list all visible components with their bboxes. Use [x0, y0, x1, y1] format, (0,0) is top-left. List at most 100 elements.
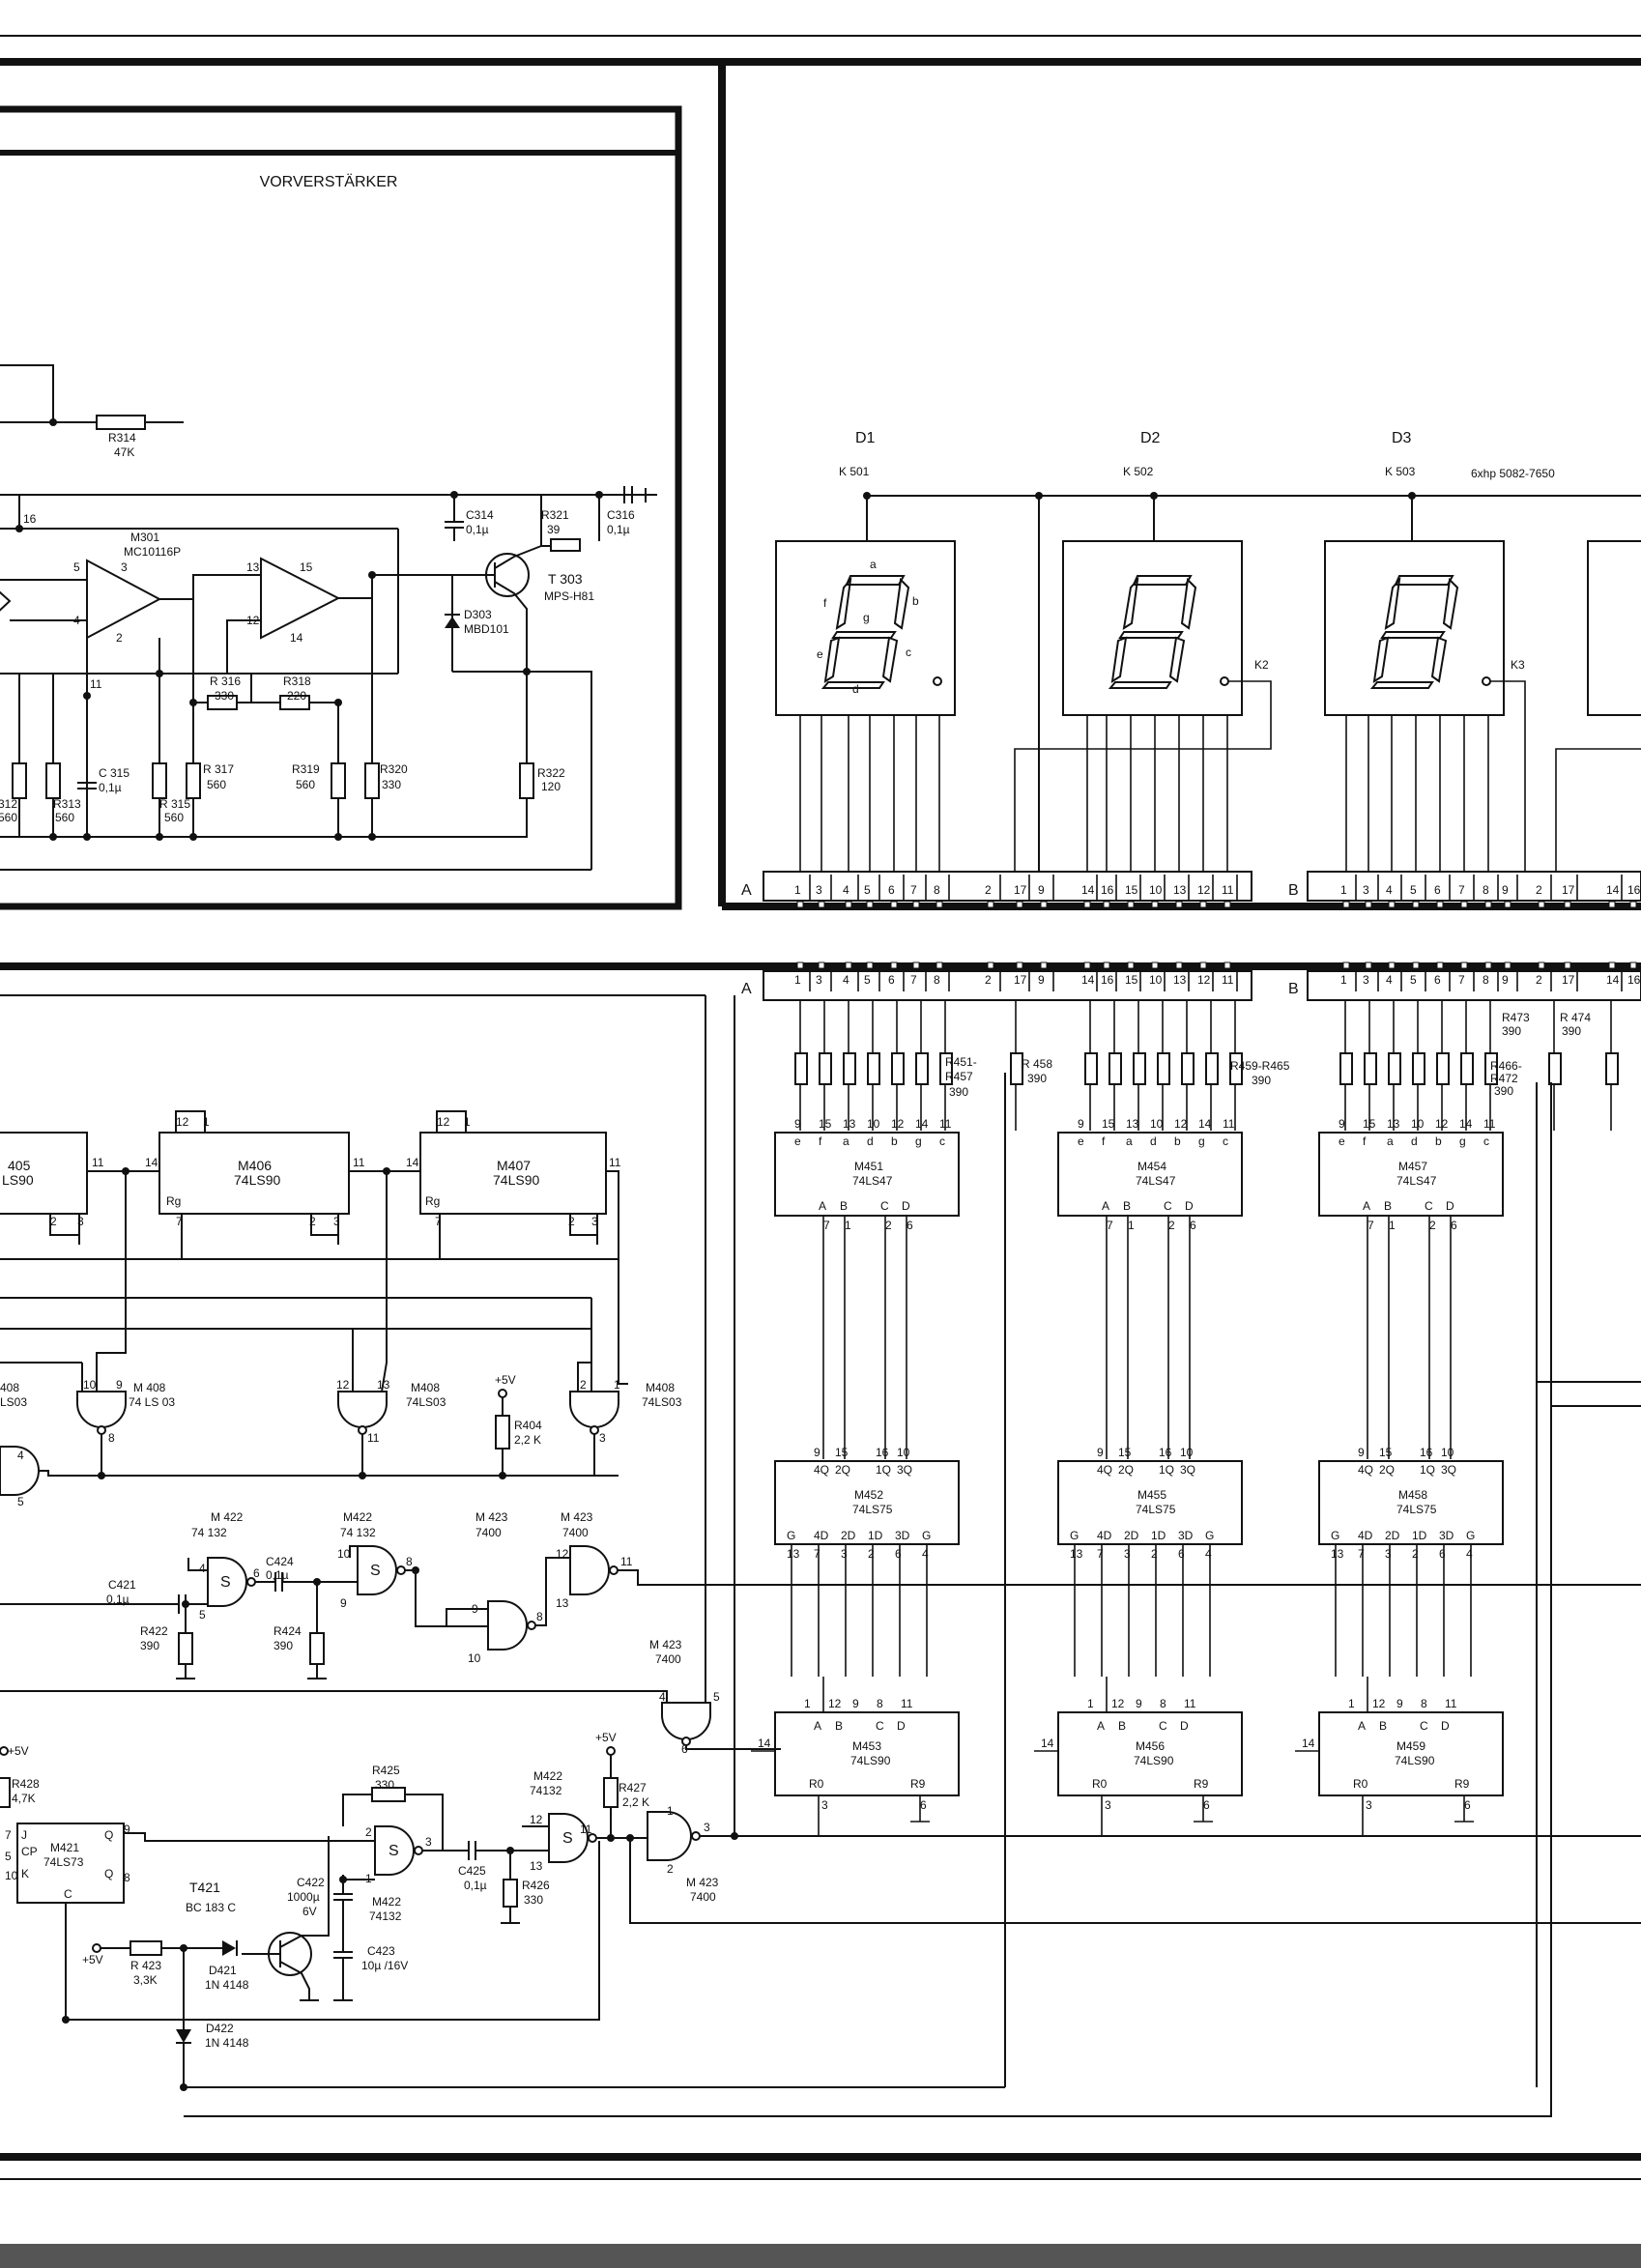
decoder-pin-num: 10: [1411, 1117, 1425, 1131]
r404-ref: R404: [514, 1419, 542, 1432]
svg-text:1: 1: [614, 1378, 620, 1392]
conn-pin-label: 4: [1386, 973, 1393, 987]
r319-body: [331, 762, 346, 799]
counter-pin-label: A: [1358, 1719, 1366, 1733]
conn-pin-label: 5: [1410, 883, 1417, 897]
svg-text:5: 5: [17, 1495, 24, 1508]
conn-pin-label: 3: [1363, 883, 1369, 897]
svg-text:5: 5: [713, 1690, 720, 1704]
res-array-element: [939, 1052, 953, 1085]
m405-type: LS90: [2, 1172, 34, 1188]
r320-val: 330: [382, 778, 401, 791]
w-408b: [96, 1171, 127, 1392]
svg-text:2: 2: [309, 1215, 316, 1228]
latch-bot-label: 2D: [1124, 1529, 1139, 1542]
preamp-title: VORVERSTÄRKER: [260, 173, 398, 190]
conn-pin-label: 9: [1038, 973, 1045, 987]
seven-seg-d3: [1369, 575, 1459, 689]
latch-pin-label: 2Q: [1379, 1463, 1395, 1477]
d303-ref: D303: [464, 608, 492, 621]
conn-pin-label: 13: [1173, 973, 1187, 987]
decoder-pin-letter: f: [1102, 1134, 1106, 1148]
c316-val: 0,1µ: [607, 523, 630, 536]
latch-bot-label: 3D: [895, 1529, 910, 1542]
display-section: D1 K 501 D2 K 502 D3 K 503 6xhp 5082-765…: [0, 430, 1641, 1001]
latch-bot-label: 4D: [1358, 1529, 1373, 1542]
latch-pin-num: 9: [1358, 1446, 1365, 1459]
decoder-pin-num: 10: [867, 1117, 880, 1131]
decoder-pin-num: 15: [819, 1117, 832, 1131]
m408c-ref: M408: [411, 1381, 440, 1394]
res-array-element: [867, 1052, 880, 1085]
svg-text:7: 7: [435, 1215, 442, 1228]
r322-val: 120: [541, 780, 561, 793]
c423-ref: C423: [367, 1944, 395, 1958]
svg-text:11: 11: [367, 1431, 380, 1445]
svg-text:13: 13: [556, 1596, 569, 1610]
conn-pin-contact: [1412, 901, 1420, 908]
res-array-element: [1133, 1052, 1146, 1085]
conn-pin-contact: [845, 901, 852, 908]
latch-bot-num: 3: [1385, 1547, 1392, 1561]
junction-dots: [62, 492, 1416, 2091]
r427-ref: R427: [619, 1781, 647, 1794]
decoder-pin-num: 14: [1198, 1117, 1212, 1131]
conn-pin-label: 4: [1386, 883, 1393, 897]
d422-symbol: [176, 2029, 191, 2043]
m408d-gate: [569, 1391, 619, 1428]
svg-text:14: 14: [145, 1156, 158, 1169]
m422a-ref: M 422: [211, 1510, 244, 1524]
svg-text:3: 3: [77, 1215, 84, 1228]
svg-text:8: 8: [536, 1610, 543, 1623]
decoder-pin-letter: g: [915, 1134, 922, 1148]
decoder-ref: M457: [1398, 1160, 1427, 1173]
latch-bot-num: 2: [1151, 1547, 1158, 1561]
conn-pin-label: 6: [888, 883, 895, 897]
decoder-in-letter: B: [1123, 1199, 1131, 1213]
counter-clk: 14: [758, 1737, 771, 1750]
d303-symbol: [445, 617, 460, 628]
m407-ref: M407: [497, 1158, 531, 1173]
latch-pin-num: 16: [1420, 1446, 1433, 1459]
d303-type: MBD101: [464, 622, 509, 636]
d1-label: D1: [855, 430, 876, 446]
r427-val: 2,2 K: [622, 1795, 649, 1809]
svg-text:3: 3: [333, 1215, 340, 1228]
conn-pin-contact: [1040, 901, 1048, 908]
conn-pin-contact: [1484, 901, 1492, 908]
svg-text:11: 11: [353, 1156, 365, 1169]
conn-pin-contact: [1151, 962, 1159, 969]
latch-pin-label: 4Q: [1097, 1463, 1112, 1477]
conn-pin-contact: [1564, 901, 1571, 908]
c314-val: 0,1µ: [466, 523, 489, 536]
decoder-pin-num: 11: [1483, 1117, 1496, 1131]
latch-type: 74LS75: [1136, 1503, 1176, 1516]
decoder-in-letter: D: [1446, 1199, 1454, 1213]
conn-pin-label: 1: [1340, 973, 1347, 987]
counter-pin-num: 11: [901, 1697, 913, 1710]
r321-val: 39: [547, 523, 561, 536]
res-array-element: [1010, 1052, 1023, 1085]
latch-bot-label: 3D: [1178, 1529, 1194, 1542]
timebase-section: +5V R428 4,7K M421 74LS73 J CP K Q Q C 7…: [0, 995, 1641, 2088]
conn-pin-contact: [818, 901, 825, 908]
latch-pin-num: 10: [1180, 1446, 1194, 1459]
conn-pin-contact: [796, 901, 804, 908]
r320-body: [364, 762, 380, 799]
m423a-type: 7400: [475, 1526, 502, 1539]
conn-pin-label: 2: [1536, 883, 1542, 897]
r474-ref: R 474: [1560, 1011, 1591, 1024]
decoder-pin-num: 14: [915, 1117, 929, 1131]
latch-chip: [1057, 1460, 1243, 1545]
decoder-in-num: 7: [1368, 1219, 1374, 1232]
counter-ref: M459: [1396, 1739, 1425, 1753]
conn-pin-label: 7: [1458, 973, 1465, 987]
counter-n6: 6: [1464, 1798, 1471, 1812]
latch-bot-label: G: [1070, 1529, 1079, 1542]
res-array-element: [1339, 1052, 1353, 1085]
conn-pin-label: 7: [910, 973, 917, 987]
decoder-in-letter: A: [1102, 1199, 1109, 1213]
r425-body: [371, 1787, 406, 1802]
r422-ref: R422: [140, 1624, 168, 1638]
